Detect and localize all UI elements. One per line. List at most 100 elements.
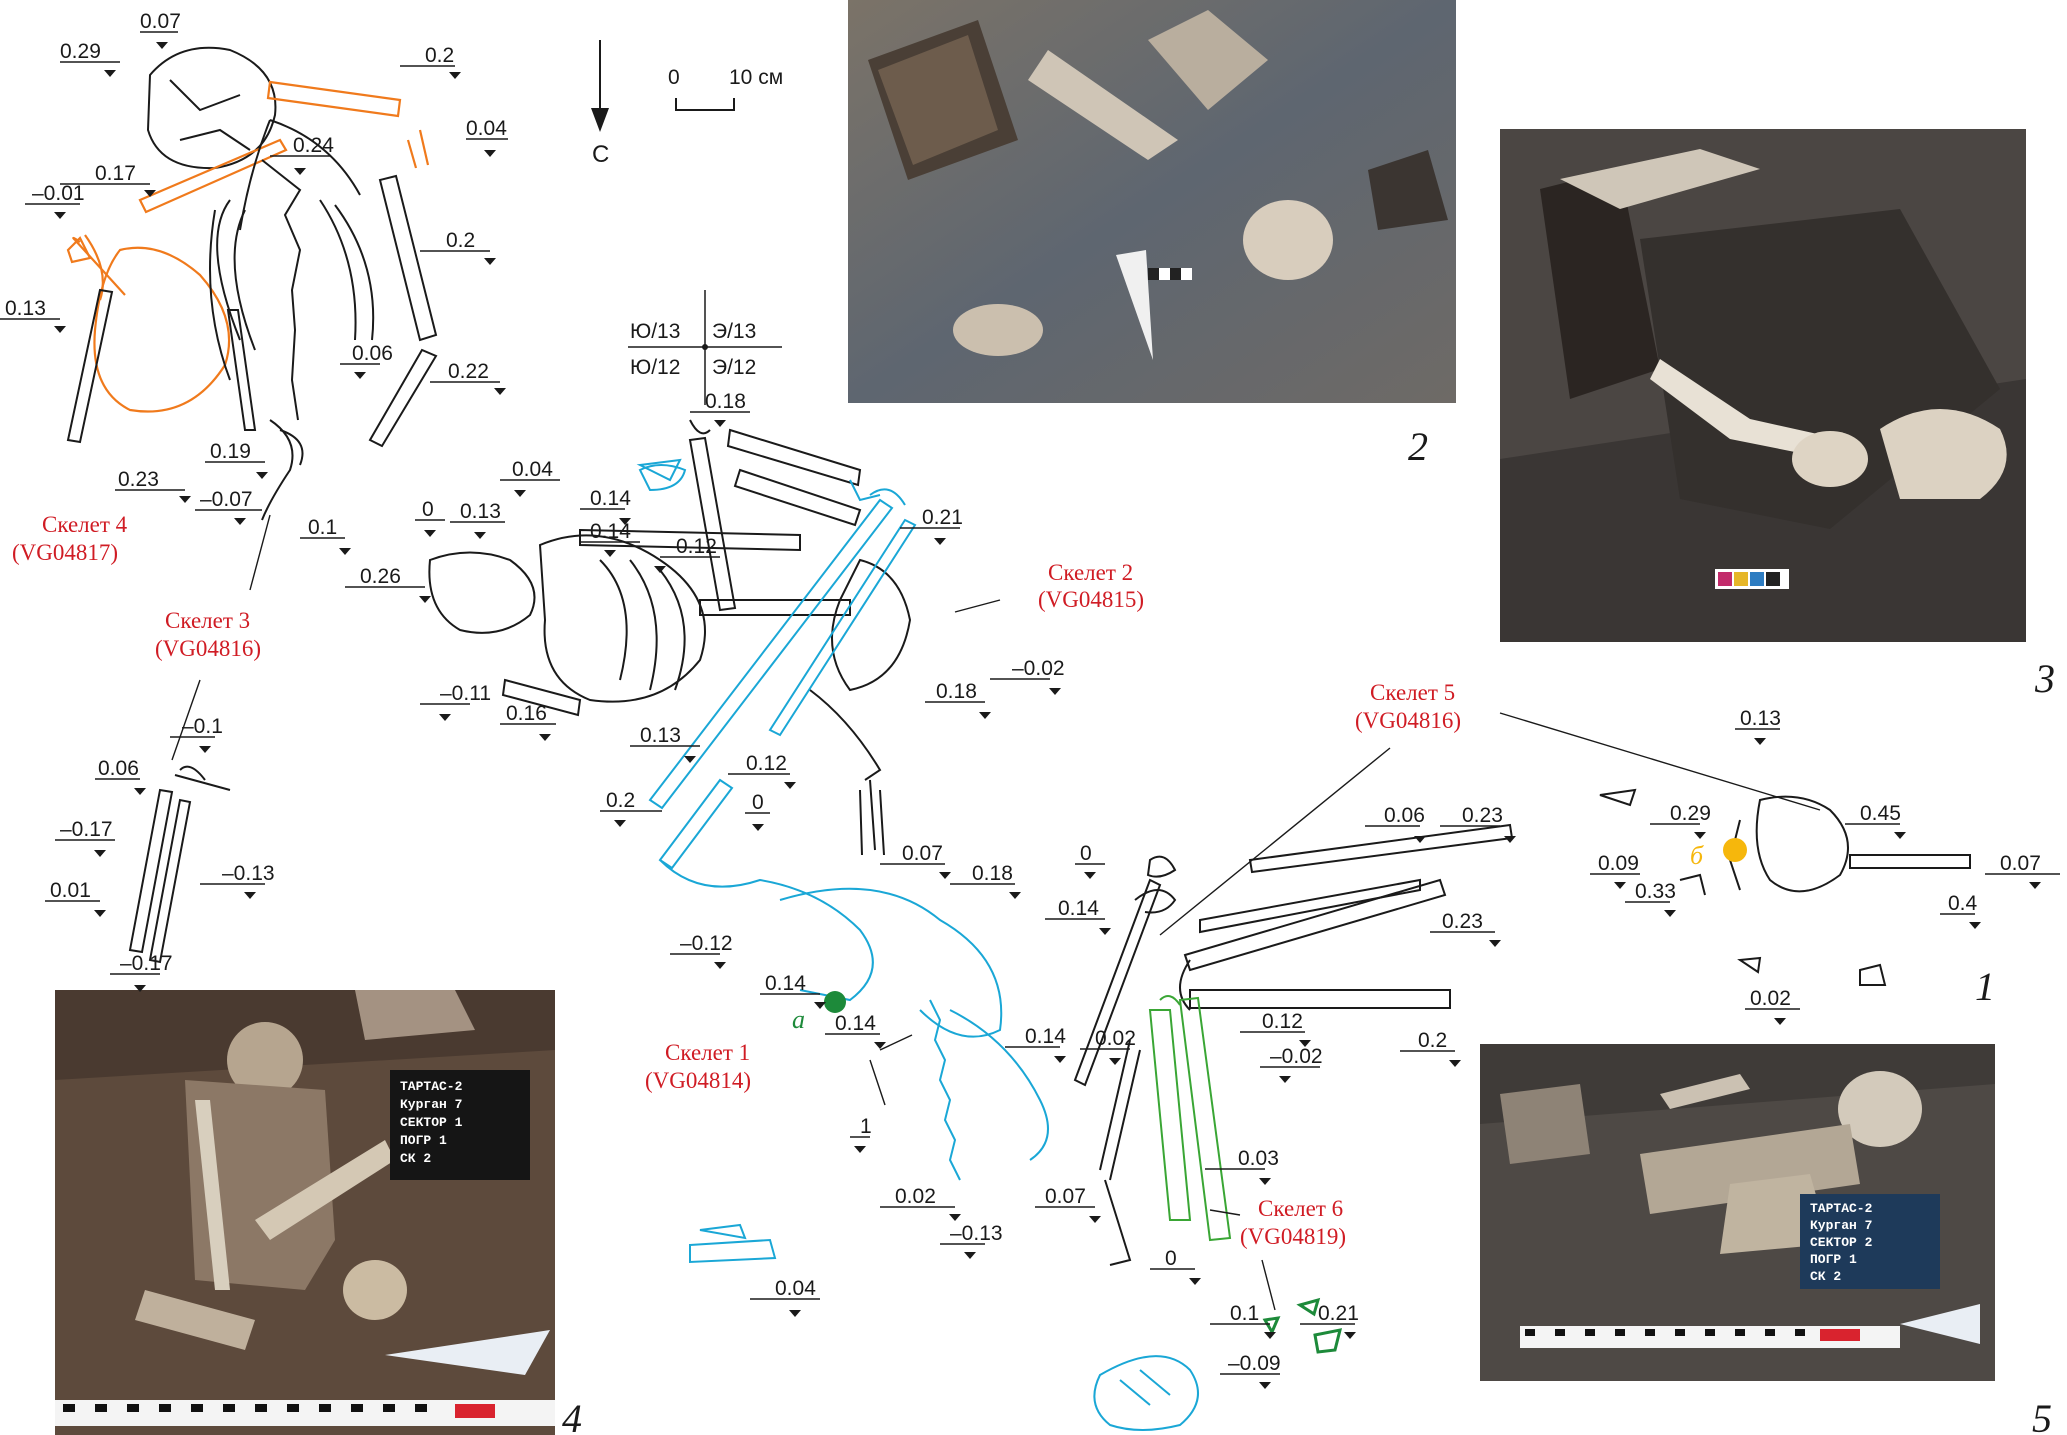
depth-value: 0 bbox=[1165, 1247, 1177, 1270]
depth-mark: –0.07 bbox=[195, 488, 262, 525]
depth-value: 0.4 bbox=[1948, 892, 1978, 915]
depth-triangle-icon bbox=[684, 756, 696, 763]
depth-value: 0.06 bbox=[352, 342, 393, 365]
depth-triangle-icon bbox=[1009, 892, 1021, 899]
depth-value: 0.07 bbox=[902, 842, 943, 865]
depth-triangle-icon bbox=[1894, 832, 1906, 839]
depth-value: 0.16 bbox=[506, 702, 547, 725]
depth-triangle-icon bbox=[134, 985, 146, 992]
depth-triangle-icon bbox=[424, 530, 436, 537]
sign-line: СК 2 bbox=[1810, 1269, 1841, 1284]
depth-mark: 0.18 bbox=[690, 390, 750, 427]
depth-value: –0.09 bbox=[1228, 1352, 1281, 1375]
depth-triangle-icon bbox=[979, 712, 991, 719]
depth-value: 0.23 bbox=[1442, 910, 1483, 933]
photo-5: ТАРТАС-2 Курган 7 СЕКТОР 2 ПОГР 1 СК 2 bbox=[1480, 1044, 1995, 1381]
depth-mark: 0.02 bbox=[1745, 987, 1800, 1025]
depth-mark: –0.01 bbox=[25, 182, 85, 219]
depth-mark: 0.03 bbox=[1205, 1147, 1279, 1185]
depth-mark: 0.18 bbox=[950, 862, 1021, 899]
depth-value: 0.13 bbox=[5, 297, 46, 320]
depth-triangle-icon bbox=[939, 872, 951, 879]
depth-mark: 0.13 bbox=[0, 297, 66, 333]
depth-triangle-icon bbox=[1414, 836, 1426, 843]
depth-triangle-icon bbox=[1614, 882, 1626, 889]
depth-triangle-icon bbox=[244, 892, 256, 899]
depth-mark: 0.29 bbox=[60, 40, 120, 77]
depth-mark: 0.19 bbox=[205, 440, 268, 479]
sample-label-a: а bbox=[792, 1005, 805, 1034]
depth-triangle-icon bbox=[1084, 872, 1096, 879]
grid-label: Э/13 bbox=[712, 320, 756, 343]
depth-triangle-icon bbox=[1264, 1332, 1276, 1339]
depth-triangle-icon bbox=[1089, 1216, 1101, 1223]
photo-2 bbox=[848, 0, 1456, 403]
depth-value: 0.21 bbox=[1318, 1302, 1359, 1325]
depth-triangle-icon bbox=[854, 1146, 866, 1153]
depth-value: –0.12 bbox=[680, 932, 733, 955]
depth-value: 0.23 bbox=[1462, 804, 1503, 827]
depth-value: –0.13 bbox=[222, 862, 275, 885]
sign-line: ТАРТАС-2 bbox=[1810, 1201, 1873, 1216]
depth-triangle-icon bbox=[339, 548, 351, 555]
depth-value: 0.14 bbox=[765, 972, 806, 995]
depth-value: 0.29 bbox=[60, 40, 101, 63]
depth-triangle-icon bbox=[934, 538, 946, 545]
depth-value: 0.01 bbox=[50, 879, 91, 902]
depth-mark: 0.45 bbox=[1845, 802, 1906, 839]
depth-mark: –0.09 bbox=[1220, 1352, 1281, 1389]
depth-triangle-icon bbox=[1504, 836, 1516, 843]
north-arrow-icon bbox=[591, 40, 609, 132]
depth-mark: 0 bbox=[415, 498, 445, 537]
depth-triangle-icon bbox=[1489, 940, 1501, 947]
depth-value: 0.19 bbox=[210, 440, 251, 463]
figure-part-number: 4 bbox=[562, 1396, 582, 1435]
depth-triangle-icon bbox=[604, 550, 616, 557]
sign-line: СЕКТОР 1 bbox=[400, 1115, 463, 1130]
depth-triangle-icon bbox=[294, 168, 306, 175]
depth-mark: 0.06 bbox=[1365, 804, 1426, 843]
depth-mark: 0.18 bbox=[925, 680, 991, 719]
depth-triangle-icon bbox=[619, 518, 631, 525]
depth-marks: 0.07 0.29 0.2 0.04 0.17 0.24 –0.01 0.2 0.13 0.06 0… bbox=[0, 10, 2060, 1389]
depth-triangle-icon bbox=[156, 42, 168, 49]
depth-mark: 0.01 bbox=[45, 879, 106, 917]
depth-value: 0.24 bbox=[293, 134, 334, 157]
sign-line: СК 2 bbox=[400, 1151, 431, 1166]
depth-value: 0.17 bbox=[95, 162, 136, 185]
leader-lines bbox=[171, 514, 1821, 1311]
depth-mark: –0.11 bbox=[420, 682, 491, 721]
depth-mark: 0.2 bbox=[400, 44, 461, 79]
depth-mark: 0.23 bbox=[1440, 804, 1516, 843]
depth-mark: 0.04 bbox=[500, 458, 560, 497]
skeleton-6-name: Скелет 6 bbox=[1258, 1196, 1343, 1221]
depth-value: –0.17 bbox=[60, 818, 113, 841]
depth-triangle-icon bbox=[144, 190, 156, 197]
depth-value: 0.04 bbox=[512, 458, 553, 481]
depth-mark: 0.07 bbox=[1035, 1185, 1101, 1223]
depth-value: –0.11 bbox=[440, 682, 491, 705]
scale-end: 10 см bbox=[729, 66, 783, 89]
depth-value: 0.12 bbox=[676, 535, 717, 558]
depth-mark: 0.07 bbox=[140, 10, 181, 49]
depth-value: 0.14 bbox=[590, 520, 631, 543]
depth-triangle-icon bbox=[484, 150, 496, 157]
sample-marker-b bbox=[1723, 838, 1747, 862]
skeleton-1-code: (VG04814) bbox=[645, 1068, 751, 1093]
depth-triangle-icon bbox=[354, 372, 366, 379]
scale-start: 0 bbox=[668, 66, 680, 89]
depth-value: 0.02 bbox=[1095, 1027, 1136, 1050]
depth-value: 0.21 bbox=[922, 506, 963, 529]
depth-value: –0.17 bbox=[120, 952, 173, 975]
figure-part-number: 2 bbox=[1408, 424, 1428, 469]
sign-line: Курган 7 bbox=[1810, 1218, 1872, 1233]
depth-mark: 0.02 bbox=[1080, 1027, 1136, 1065]
depth-value: 0.2 bbox=[1418, 1029, 1447, 1052]
depth-mark: 0.16 bbox=[500, 702, 556, 741]
depth-value: 0.1 bbox=[308, 516, 337, 539]
depth-triangle-icon bbox=[539, 734, 551, 741]
depth-value: 0.07 bbox=[2000, 852, 2041, 875]
depth-mark: 0 bbox=[1075, 842, 1105, 879]
